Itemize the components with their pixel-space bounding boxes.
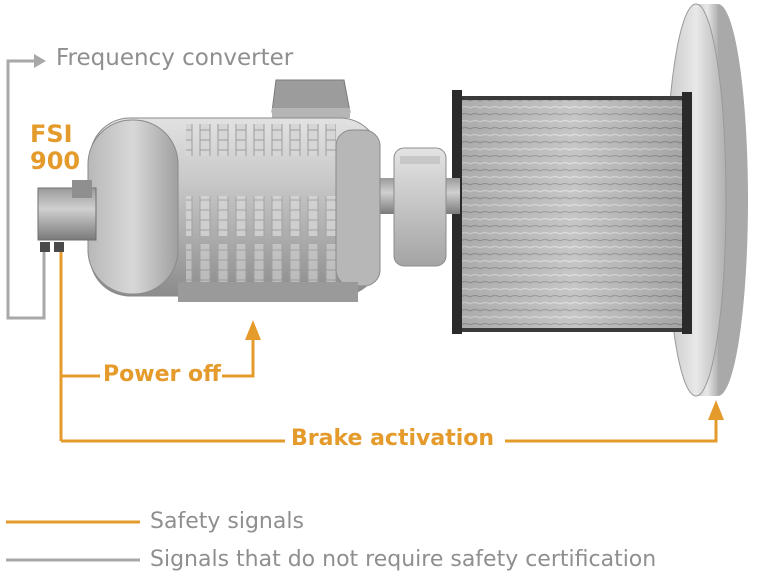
fsi-900-encoder: [37, 180, 97, 252]
fsi-900-label: FSI 900: [30, 121, 80, 175]
legend-nonsafety-label: Signals that do not require safety certi…: [150, 547, 657, 572]
legend-safety-label: Safety signals: [150, 509, 304, 534]
motor: [87, 79, 381, 302]
frequency-converter-label: Frequency converter: [56, 45, 294, 71]
brake-activation-arrow-icon: [708, 400, 724, 420]
power-off-label: Power off: [103, 362, 221, 387]
fsi-label-line2: 900: [30, 147, 81, 175]
brake-unit: [380, 147, 460, 267]
fsi-label-line1: FSI: [30, 120, 73, 148]
brake-activation-label: Brake activation: [291, 426, 495, 451]
power-off-arrow-icon: [245, 320, 261, 340]
converter-arrow-icon: [34, 54, 46, 68]
safety-signal-paths: [59, 252, 724, 443]
converter-signal-path: [6, 54, 46, 320]
rope-drum: [452, 90, 692, 334]
